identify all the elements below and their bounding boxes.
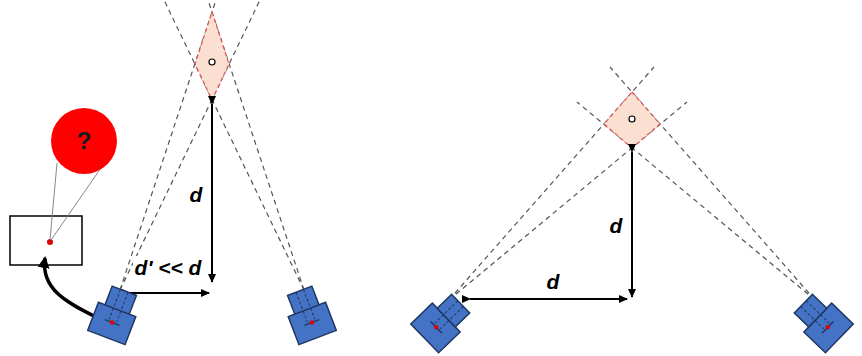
overlap-region [604,92,660,148]
dimension-label: d' << d [133,256,204,279]
camera [789,289,853,353]
camera [411,289,475,353]
image-plane [10,216,82,265]
magnifier-circle: ? [51,108,117,174]
dimension-label: d [545,270,562,293]
camera [281,284,336,345]
dimension-arrow [211,104,213,282]
overlap-region [195,12,229,100]
target-point [209,59,215,65]
target-point [629,116,635,122]
dimension-arrow [631,152,633,297]
question-mark: ? [77,127,92,155]
dimension-arrow [470,298,627,300]
view-lines [449,67,815,300]
camera [88,284,143,345]
zoom-line [50,163,57,240]
dimension-label: d [188,183,205,206]
view-lines [120,0,304,290]
dimension-label: d [608,214,625,237]
dimension-arrow [130,292,209,294]
